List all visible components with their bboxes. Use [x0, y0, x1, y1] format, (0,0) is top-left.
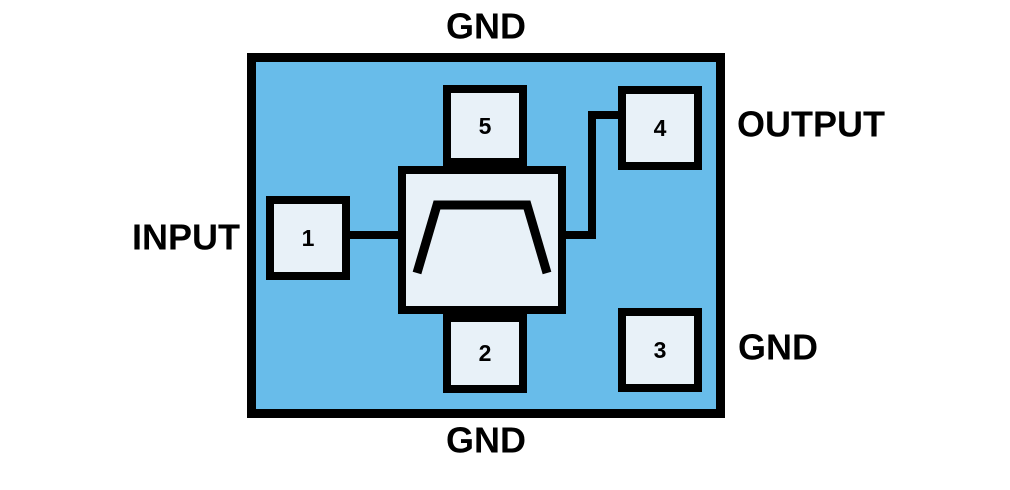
pad-1-body: [266, 196, 350, 280]
pad-1[interactable]: 1: [266, 196, 350, 280]
pad-4-number: 4: [654, 115, 667, 141]
pad-2[interactable]: 2: [443, 314, 527, 393]
label-output: OUTPUT: [737, 104, 885, 145]
pad-3[interactable]: 3: [618, 308, 702, 392]
pad-1-number: 1: [302, 225, 315, 251]
label-input: INPUT: [132, 217, 240, 258]
pad-2-body: [443, 314, 527, 393]
pad-4[interactable]: 4: [618, 86, 702, 170]
label-gnd-right: GND: [738, 327, 818, 368]
label-gnd-bottom: GND: [446, 420, 526, 461]
trapezoid-symbol-icon: [412, 200, 552, 275]
pad-3-number: 3: [654, 337, 667, 363]
pad-5[interactable]: 5: [443, 85, 527, 166]
pad-3-body: [618, 308, 702, 392]
internal-component[interactable]: [398, 166, 566, 314]
pad-5-number: 5: [479, 113, 492, 139]
pad-5-body: [443, 85, 527, 166]
label-gnd-top: GND: [446, 6, 526, 47]
pad-4-body: [618, 86, 702, 170]
pad-2-number: 2: [479, 340, 492, 366]
wire-component-to-pad4: [562, 111, 622, 239]
